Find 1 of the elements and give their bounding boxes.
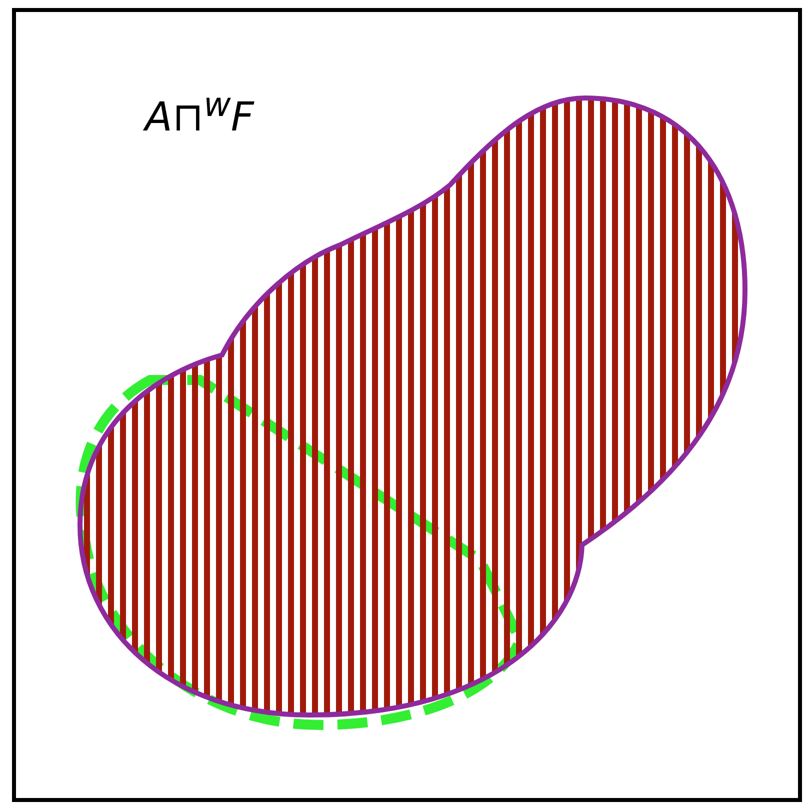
set-label: A⊓$^{w}$F [145,85,254,140]
